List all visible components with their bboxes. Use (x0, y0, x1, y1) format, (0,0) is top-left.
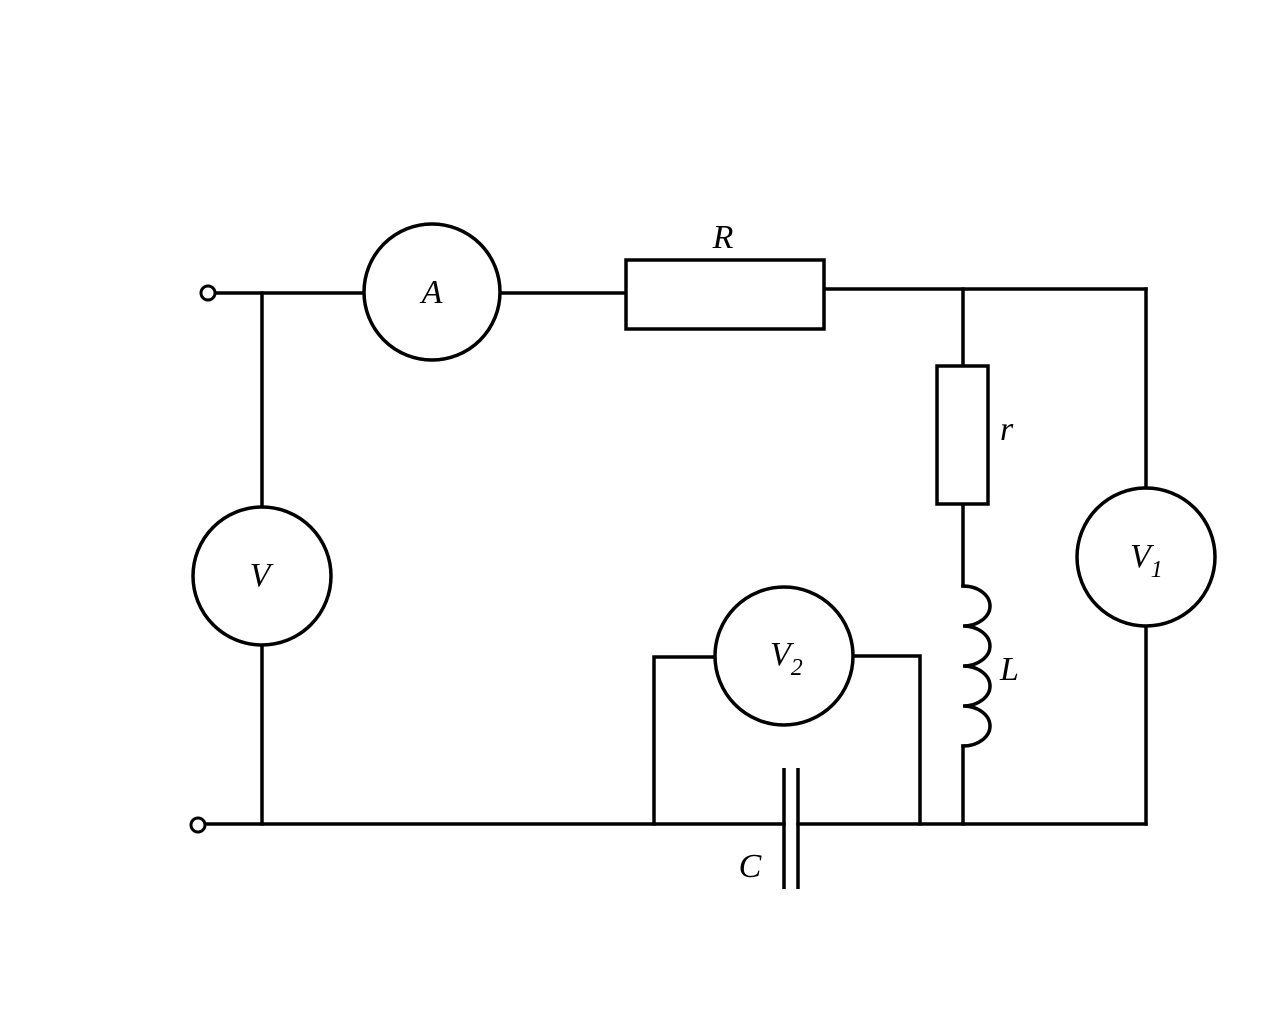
voltmeter-main: V (191, 505, 333, 647)
resistor-r-label: r (1000, 411, 1014, 448)
voltmeter-2: V2 (713, 585, 855, 727)
input-terminal-bottom (189, 816, 207, 834)
capacitor: C (739, 768, 800, 889)
inductor: L (961, 584, 1019, 748)
capacitor-label: C (739, 848, 762, 885)
resistor-r: r (935, 364, 1014, 506)
ammeter: A (362, 222, 502, 362)
input-terminal-top (199, 284, 217, 302)
ammeter-label: A (420, 274, 443, 311)
inductor-label: L (999, 651, 1019, 688)
resistor-R-label: R (712, 219, 734, 256)
resistor-R: R (624, 219, 826, 331)
voltmeter-1: V1 (1075, 486, 1217, 628)
wires (204, 287, 1148, 826)
